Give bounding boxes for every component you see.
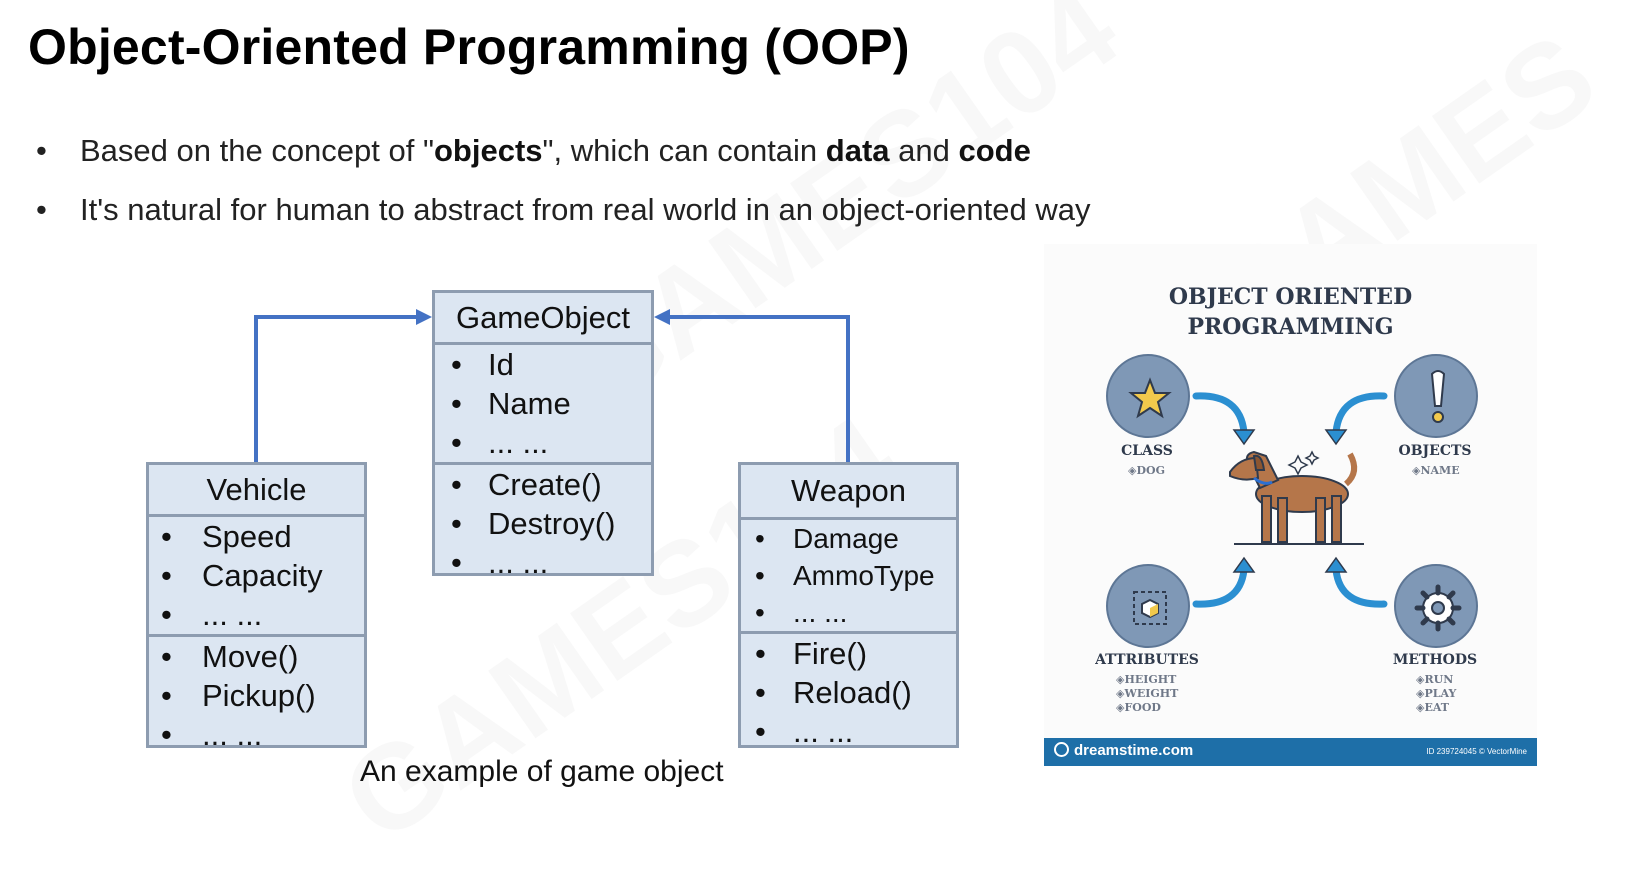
- class-name: GameObject: [435, 293, 651, 345]
- arrowhead-left: [416, 309, 432, 325]
- dog-illustration: [1229, 450, 1364, 545]
- bullet-item: • Based on the concept of "objects", whi…: [36, 133, 1031, 168]
- field-item: •Name: [451, 386, 571, 421]
- bullet-marker: •: [36, 192, 47, 227]
- footer-credit: ID 239724045 © VectorMine: [1426, 747, 1527, 756]
- sparkle-icon: [1287, 450, 1320, 476]
- objects-label: OBJECTS: [1398, 443, 1472, 459]
- weapon-class-box: Weapon •Damage •AmmoType •... ... •Fire(…: [738, 462, 959, 751]
- class-methods: •Move() •Pickup() •... ...: [149, 637, 364, 754]
- method-item: •Pickup(): [161, 678, 316, 713]
- infographic-footer: dreamstime.com ID 239724045 © VectorMine: [1044, 738, 1537, 766]
- diagram-caption: An example of game object: [360, 755, 724, 788]
- class-methods: •Fire() •Reload() •... ...: [741, 634, 956, 751]
- footer-brand: dreamstime.com: [1054, 742, 1193, 759]
- field-item: •Damage: [755, 523, 899, 554]
- field-item: •AmmoType: [755, 560, 935, 591]
- method-item: •Move(): [161, 639, 299, 674]
- class-fields: •Id •Name •... ...: [435, 345, 651, 465]
- bullet-list: • Based on the concept of "objects", whi…: [36, 132, 1090, 250]
- field-item: •... ...: [161, 597, 263, 632]
- attributes-circle: [1106, 564, 1190, 648]
- objects-items: ◈NAME: [1412, 464, 1460, 477]
- method-item: •Reload(): [755, 675, 912, 710]
- method-item: •... ...: [451, 545, 549, 580]
- bullet-marker: •: [36, 133, 47, 168]
- methods-items: ◈RUN ◈PLAY ◈EAT: [1416, 673, 1457, 714]
- method-item: •... ...: [161, 717, 263, 752]
- vehicle-class-box: Vehicle •Speed •Capacity •... ... •Move(…: [146, 462, 367, 752]
- method-item: •Destroy(): [451, 506, 616, 541]
- oop-infographic: OBJECT ORIENTED PROGRAMMING CLASS ◈DOG O…: [1044, 244, 1537, 766]
- class-fields: •Damage •AmmoType •... ...: [741, 520, 956, 634]
- attributes-label: ATTRIBUTES: [1095, 652, 1199, 668]
- class-name: Weapon: [741, 465, 956, 520]
- class-name: Vehicle: [149, 465, 364, 517]
- bullet-item: • It's natural for human to abstract fro…: [36, 192, 1091, 227]
- field-item: •Id: [451, 347, 514, 382]
- method-item: •... ...: [755, 714, 854, 749]
- class-label: CLASS: [1121, 443, 1173, 459]
- slide-title: Object-Oriented Programming (OOP): [28, 19, 910, 75]
- field-item: •Capacity: [161, 558, 323, 593]
- class-fields: •Speed •Capacity •... ...: [149, 517, 364, 637]
- infographic-art: [1192, 392, 1388, 608]
- gear-icon: [1414, 584, 1462, 632]
- field-item: •... ...: [755, 597, 848, 628]
- class-items: ◈DOG: [1128, 464, 1165, 477]
- infographic-title: OBJECT ORIENTED PROGRAMMING: [1168, 284, 1413, 340]
- class-circle: [1106, 354, 1190, 438]
- curved-arrow-icon: [1192, 392, 1388, 608]
- field-item: •Speed: [161, 519, 292, 554]
- method-item: •Fire(): [755, 636, 868, 671]
- methods-circle: [1394, 564, 1478, 648]
- objects-circle: [1394, 354, 1478, 438]
- method-item: •Create(): [451, 467, 602, 502]
- cube-icon: [1133, 591, 1167, 625]
- vehicle-to-gameobject-arrow: [254, 315, 418, 462]
- gameobject-class-box: GameObject •Id •Name •... ... •Create() …: [432, 290, 654, 580]
- class-methods: •Create() •Destroy() •... ...: [435, 465, 651, 582]
- field-item: •... ...: [451, 425, 549, 460]
- star-icon: [1128, 377, 1172, 419]
- attributes-items: ◈HEIGHT ◈WEIGHT ◈FOOD: [1116, 673, 1179, 714]
- weapon-to-gameobject-arrow: [668, 315, 850, 462]
- arrowhead-right: [654, 309, 670, 325]
- methods-label: METHODS: [1392, 652, 1478, 668]
- dreamstime-logo-icon: [1054, 742, 1069, 757]
- exclamation-icon: [1430, 370, 1446, 423]
